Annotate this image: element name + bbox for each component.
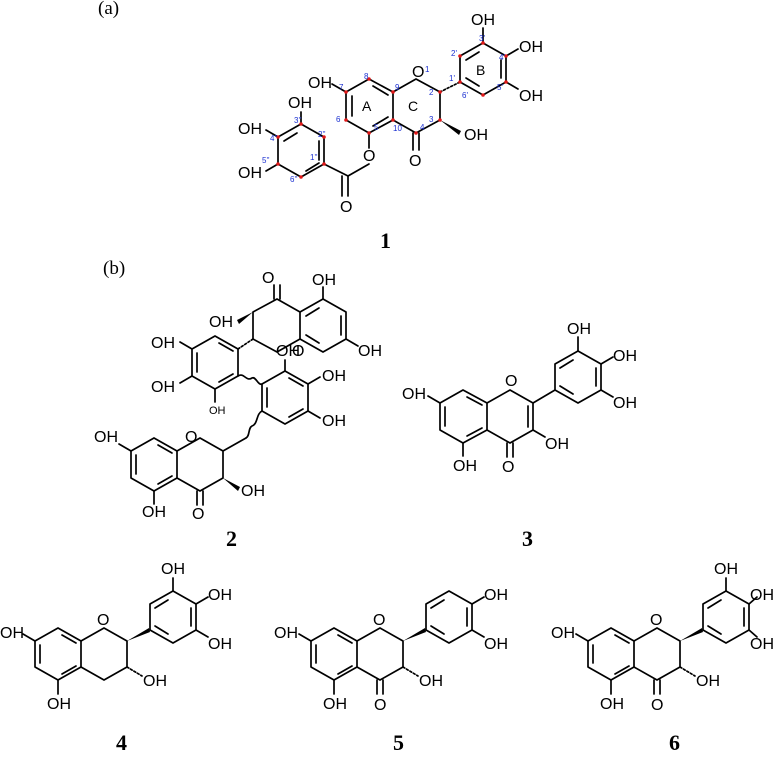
svg-text:O: O [97, 612, 109, 629]
svg-text:OH: OH [238, 121, 262, 138]
svg-text:O: O [374, 697, 386, 714]
svg-text:OH: OH [545, 436, 569, 453]
svg-text:OH: OH [453, 458, 477, 475]
svg-text:3: 3 [429, 115, 434, 124]
svg-text:1'': 1'' [310, 153, 318, 162]
svg-text:OH: OH [519, 39, 543, 56]
svg-text:OH: OH [567, 321, 591, 338]
svg-text:OH: OH [276, 343, 300, 360]
svg-text:B: B [476, 62, 485, 78]
svg-text:OH: OH [143, 673, 167, 690]
svg-text:OH: OH [484, 587, 508, 604]
svg-text:OH: OH [750, 587, 774, 604]
svg-text:OH: OH [419, 673, 443, 690]
svg-text:O: O [505, 373, 517, 390]
svg-text:4'': 4'' [270, 134, 278, 143]
svg-text:O: O [192, 506, 204, 523]
svg-text:OH: OH [161, 561, 185, 578]
svg-text:1: 1 [425, 65, 430, 74]
svg-text:OH: OH [209, 314, 233, 331]
panel-label-b: (b) [103, 258, 125, 279]
compound-label-6: 6 [669, 730, 680, 755]
svg-text:2: 2 [429, 88, 434, 97]
svg-text:OH: OH [208, 636, 232, 653]
svg-text:OH: OH [551, 625, 575, 642]
svg-text:OH: OH [308, 75, 332, 92]
svg-text:6: 6 [336, 115, 341, 124]
svg-text:OH: OH [613, 348, 637, 365]
compound-label-3: 3 [522, 526, 533, 551]
svg-text:6': 6' [462, 91, 468, 100]
svg-text:OH: OH [274, 625, 298, 642]
panel-label-a: (a) [98, 0, 119, 19]
svg-text:OH: OH [322, 413, 346, 430]
svg-text:OH: OH [0, 625, 24, 642]
svg-text:O: O [363, 148, 375, 165]
svg-text:10: 10 [393, 124, 402, 133]
svg-text:OH: OH [151, 335, 175, 352]
svg-text:6'': 6'' [290, 175, 298, 184]
svg-text:OH: OH [600, 696, 624, 713]
svg-text:OH: OH [208, 587, 232, 604]
structure-compound-2: O OH OH O OH OH OH OH OH OH OH O OH OH O… [94, 270, 382, 523]
svg-text:O: O [340, 199, 352, 216]
svg-text:OH: OH [312, 272, 336, 289]
svg-text:7: 7 [339, 83, 344, 92]
svg-text:C: C [408, 98, 418, 114]
svg-text:OH: OH [471, 12, 495, 29]
svg-text:OH: OH [464, 127, 488, 144]
svg-text:O: O [409, 153, 421, 170]
svg-text:4: 4 [420, 123, 425, 132]
svg-text:OH: OH [209, 405, 226, 417]
svg-text:2': 2' [451, 49, 457, 58]
structure-compound-5: O OH OH O OH OH OH [274, 587, 508, 714]
svg-text:OH: OH [151, 379, 175, 396]
svg-text:OH: OH [288, 95, 312, 112]
svg-text:O: O [292, 343, 304, 360]
svg-text:O: O [373, 612, 385, 629]
svg-text:OH: OH [358, 343, 382, 360]
svg-text:O: O [185, 429, 197, 446]
svg-text:OH: OH [402, 386, 426, 403]
svg-text:2'': 2'' [318, 130, 326, 139]
svg-text:5'': 5'' [262, 156, 270, 165]
svg-text:OH: OH [484, 636, 508, 653]
structure-compound-4: O OH OH OH OH OH OH [0, 561, 232, 713]
structure-compound-3: O OH OH O OH OH OH OH [402, 321, 637, 476]
svg-text:1': 1' [449, 74, 455, 83]
svg-text:5: 5 [374, 123, 379, 132]
svg-text:9: 9 [395, 83, 400, 92]
svg-text:O: O [262, 270, 274, 287]
svg-text:OH: OH [696, 673, 720, 690]
svg-text:OH: OH [322, 368, 346, 385]
structure-compound-1: O OH O O OH OH OH OH O OH OH OH A C B 1 … [238, 12, 543, 216]
svg-text:OH: OH [613, 395, 637, 412]
svg-text:8: 8 [364, 72, 369, 81]
svg-text:OH: OH [519, 88, 543, 105]
svg-text:OH: OH [714, 561, 738, 578]
compound-label-4: 4 [116, 730, 127, 755]
compound-label-2: 2 [226, 526, 237, 551]
structure-compound-6: O OH OH O OH OH OH OH [551, 561, 774, 714]
svg-text:4': 4' [499, 53, 505, 62]
svg-text:O: O [502, 459, 514, 476]
svg-text:OH: OH [47, 696, 71, 713]
svg-text:OH: OH [238, 165, 262, 182]
svg-text:OH: OH [94, 429, 118, 446]
svg-text:OH: OH [323, 696, 347, 713]
svg-text:A: A [362, 98, 372, 114]
svg-text:OH: OH [750, 636, 774, 653]
svg-text:O: O [650, 612, 662, 629]
svg-text:3'': 3'' [294, 116, 302, 125]
svg-text:OH: OH [241, 483, 265, 500]
svg-text:5': 5' [497, 83, 503, 92]
svg-text:O: O [412, 64, 424, 81]
compound-label-5: 5 [393, 730, 404, 755]
svg-text:O: O [651, 697, 663, 714]
compound-label-1: 1 [380, 228, 391, 253]
svg-text:3': 3' [479, 34, 485, 43]
svg-text:OH: OH [142, 504, 166, 521]
